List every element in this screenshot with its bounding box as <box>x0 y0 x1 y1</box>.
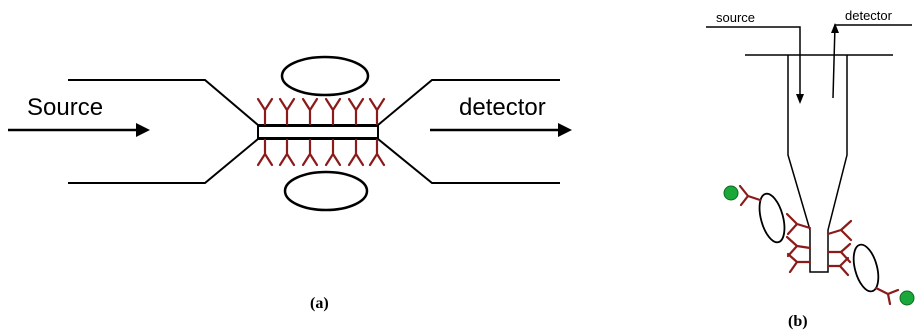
detector-label-a: detector <box>459 94 546 121</box>
target-ellipse-top <box>280 55 370 97</box>
antigen-dot-left <box>723 185 739 201</box>
source-arrow <box>8 123 150 137</box>
source-label-b: source <box>716 10 755 25</box>
source-label-a: Source <box>27 94 103 121</box>
detector-label-b: detector <box>845 8 893 23</box>
detector-line-b <box>832 24 912 99</box>
panel-b: source detector <box>706 8 915 330</box>
detector-arrowhead-b <box>831 23 839 33</box>
caption-a: (a) <box>310 295 329 312</box>
antibodies-top <box>256 97 386 126</box>
antibodies-right-b <box>826 219 900 306</box>
probe-outline <box>787 55 848 273</box>
tapered-core <box>257 125 379 139</box>
target-ellipse-bottom <box>283 170 369 212</box>
detector-arrow <box>430 123 572 137</box>
source-line-b <box>706 26 801 98</box>
source-arrowhead-b <box>796 94 804 104</box>
caption-b: (b) <box>788 313 808 330</box>
antigen-dot-right <box>899 290 915 306</box>
antibodies-left-b <box>738 184 812 274</box>
target-ellipse-left <box>758 192 786 244</box>
antibodies-bottom <box>256 138 386 167</box>
panel-a: Source detector (a) <box>8 55 572 312</box>
target-ellipse-right <box>852 243 880 293</box>
